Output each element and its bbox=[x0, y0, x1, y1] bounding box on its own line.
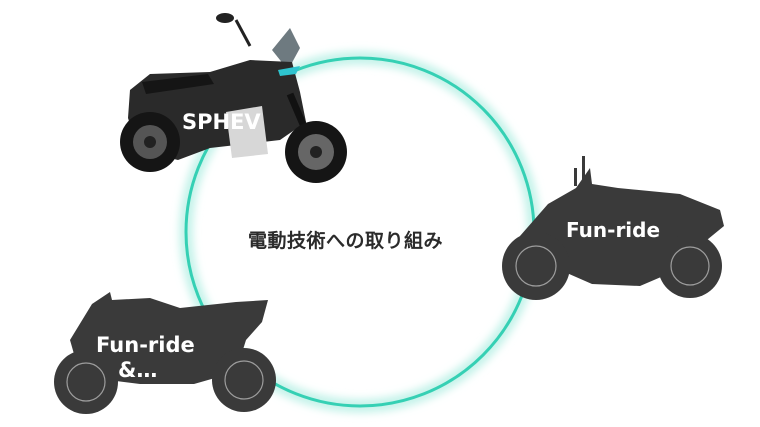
center-title: 電動技術への取り組み bbox=[248, 230, 444, 252]
sport-wheel-spokes bbox=[66, 360, 264, 402]
fun-ride-label: Fun-ride bbox=[566, 218, 661, 242]
fun-ride-wheel-spokes bbox=[515, 245, 710, 287]
sphev-motorcycle bbox=[120, 13, 347, 183]
sphev-label: SPHEV bbox=[182, 110, 261, 134]
fun-ride-and-label-line2: &… bbox=[118, 358, 158, 382]
sport-motorcycle-silhouette bbox=[54, 292, 276, 414]
fun-ride-and-label-line1: Fun-ride bbox=[96, 333, 195, 357]
